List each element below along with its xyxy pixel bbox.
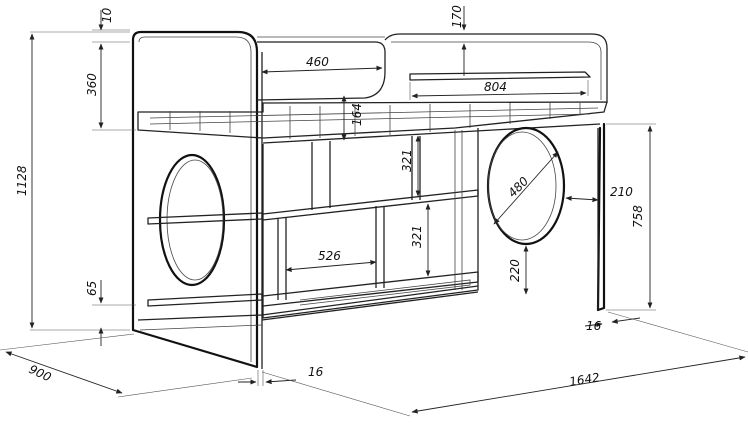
back-right-panel	[596, 122, 606, 312]
dim-back-hole-bottom: 220	[508, 259, 522, 282]
base-foot-line	[139, 324, 263, 331]
mattress-frame-line-1	[149, 107, 599, 119]
dim-foot-height: 65	[85, 281, 99, 296]
mattress-frame-top	[137, 101, 608, 139]
dim-top-shelf-height: 170	[450, 5, 464, 28]
dim-front-panel-offset: 16	[308, 365, 324, 379]
upper-back-rail-right	[384, 33, 608, 103]
mattress-frame-bottom	[262, 123, 601, 144]
dim-slat-height: 164	[350, 103, 364, 126]
dim-length: 1642	[568, 370, 600, 389]
left-oval-hole	[158, 153, 226, 287]
dim-shelf-width: 526	[318, 249, 341, 263]
mattress-frame-line-2	[149, 113, 591, 125]
left-panel-brace-lower	[147, 293, 263, 307]
dim-rail-height: 360	[85, 73, 99, 96]
dim-total-height: 1128	[15, 165, 29, 196]
left-panel-brace-upper	[147, 212, 263, 225]
front-left-panel-inner-edge	[138, 36, 252, 362]
dim-back-panel-offset: 210	[610, 185, 633, 199]
dim-depth: 900	[27, 362, 54, 385]
dim-top-gap: 10	[100, 7, 114, 23]
shelving-unit	[262, 128, 479, 319]
dim-back-panel-thickness: 16	[586, 319, 602, 333]
mattress-slats	[169, 103, 581, 139]
upper-back-rail-inner	[391, 41, 602, 100]
dimension-labels: 10 360 1128 65 900 16 1642 16 758 210 22…	[15, 5, 645, 389]
dim-lower-shelf-height: 321	[410, 225, 424, 248]
dim-back-panel-height: 758	[631, 205, 645, 228]
dim-opening-width: 460	[306, 55, 329, 69]
front-left-panel	[131, 30, 259, 369]
left-oval-hole-inner	[166, 159, 224, 281]
dim-shelf-length: 804	[484, 80, 507, 94]
base-frame	[137, 285, 479, 321]
bed-structure	[131, 30, 608, 369]
top-shelf	[409, 71, 591, 81]
upper-back-rail	[256, 41, 386, 101]
dimension-lines	[0, 6, 748, 417]
dim-upper-shelf-height: 321	[400, 149, 414, 172]
dim-hole-diameter: 480	[505, 174, 531, 200]
